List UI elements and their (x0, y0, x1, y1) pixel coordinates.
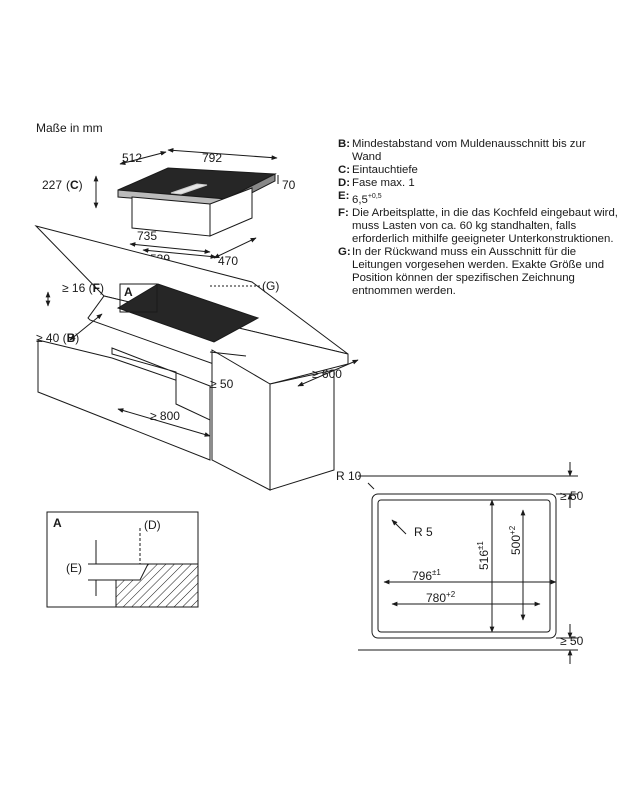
f-dim-label: ≥ 16 (F) (62, 281, 104, 295)
r5-label: R 5 (414, 525, 433, 539)
letter-c: C (70, 178, 79, 192)
cabinet-side (269, 369, 335, 491)
legend-text: 6,5+0,5 (352, 190, 618, 207)
legend-key: F: (338, 206, 349, 219)
worktop-cutout (116, 283, 260, 343)
dim-line-512 (119, 151, 167, 165)
hob-3d-drawing (93, 148, 279, 259)
b-dim-value: ≥ 40 (36, 331, 60, 345)
legend: B: Mindestabstand vom Muldenausschnitt b… (338, 138, 618, 298)
h-inner-tol: +2 (508, 525, 517, 535)
legend-item-b: B: Mindestabstand vom Muldenausschnitt b… (338, 138, 618, 164)
dim-line-470 (213, 237, 257, 259)
dim-line-800 (117, 408, 211, 437)
h-outer-value: 516 (477, 550, 491, 570)
detail-a-label: A (53, 516, 62, 530)
page-title: Maße in mm (36, 121, 103, 135)
g-label: (G) (262, 279, 279, 293)
legend-item-c: C: Eintauchtiefe (338, 164, 618, 177)
extractor-slot (170, 183, 208, 195)
cutout-plan-drawing (358, 462, 578, 664)
hob-offset-label: 470 (218, 254, 238, 268)
legend-text: Die Arbeitsplatte, in die das Kochfeld e… (352, 206, 618, 245)
dim-line-b (69, 313, 103, 341)
legend-item-d: D: Fase max. 1 (338, 177, 618, 190)
detail-a-worktop-section (115, 563, 199, 608)
legend-item-f: F: Die Arbeitsplatte, in die das Kochfel… (338, 207, 618, 246)
dim-line-50 (209, 351, 247, 357)
legend-item-e: E: 6,5+0,5 (338, 190, 618, 207)
w-inner-tol: +2 (446, 590, 456, 599)
w-outer-label: 796±1 (412, 568, 441, 583)
letter-f: F (93, 281, 100, 295)
legend-item-g: G: In der Rückwand muss ein Ausschnitt f… (338, 246, 618, 298)
dim-600-label: ≥ 600 (312, 367, 342, 381)
w-inner-label: 780+2 (426, 590, 456, 605)
dim-800-label: ≥ 800 (150, 409, 180, 423)
cutout-outer-outline (371, 493, 557, 639)
legend-key: E: (338, 190, 350, 202)
top-clear-label: ≥ 50 (560, 489, 584, 503)
a-marker-label: A (124, 285, 133, 299)
h-outer-tol: ±1 (476, 541, 485, 550)
legend-text: Eintauchtiefe (352, 164, 418, 176)
b-dim-label: ≥ 40 (B) (36, 331, 79, 345)
w-outer-tol: ±1 (432, 568, 441, 577)
bottom-clear-label: ≥ 50 (560, 634, 584, 648)
legend-text: Fase max. 1 (352, 177, 415, 189)
hob-height-label: 70 (282, 178, 296, 192)
dim-50-label: ≥ 50 (210, 377, 234, 391)
legend-key: B: (338, 138, 351, 150)
hob-body-side (209, 187, 253, 237)
legend-key: G: (338, 245, 351, 258)
r5-leader (391, 519, 407, 535)
legend-text: In der Rückwand muss ein Ausschnitt für … (352, 245, 605, 297)
h-outer-label: 516±1 (476, 541, 491, 570)
dim-line-539 (142, 248, 217, 259)
cutout-inner-outline (377, 499, 551, 633)
dim-line-735 (129, 242, 211, 254)
detail-a-marker (119, 283, 158, 313)
legend-key: D: (338, 177, 351, 189)
detail-d-label: (D) (144, 518, 161, 532)
f-dim-value: ≥ 16 (62, 281, 86, 295)
legend-key: C: (338, 164, 351, 176)
dim-line-600 (297, 359, 359, 387)
hob-body-width-label: 735 (137, 229, 157, 243)
hob-width-label: 792 (202, 151, 222, 165)
hob-depth-label: 512 (122, 151, 142, 165)
r10-leader (367, 482, 375, 490)
w-inner-value: 780 (426, 591, 446, 605)
hob-immersion-label: 227 (42, 178, 62, 192)
hob-immersion-letter: (C) (66, 178, 83, 192)
h-inner-value: 500 (509, 535, 523, 555)
r10-label: R 10 (336, 469, 362, 483)
dim-line-792 (167, 148, 278, 160)
legend-text: Mindestabstand vom Muldenausschnitt bis … (352, 138, 586, 163)
legend-e-tolerance: +0,5 (367, 193, 382, 200)
h-inner-label: 500+2 (508, 525, 523, 555)
worktop-drawing (34, 225, 359, 491)
w-outer-value: 796 (412, 569, 432, 583)
legend-e-value: 6,5 (352, 193, 368, 206)
detail-a-drawing (46, 511, 199, 608)
letter-b: B (67, 331, 76, 345)
detail-e-label: (E) (66, 561, 82, 575)
